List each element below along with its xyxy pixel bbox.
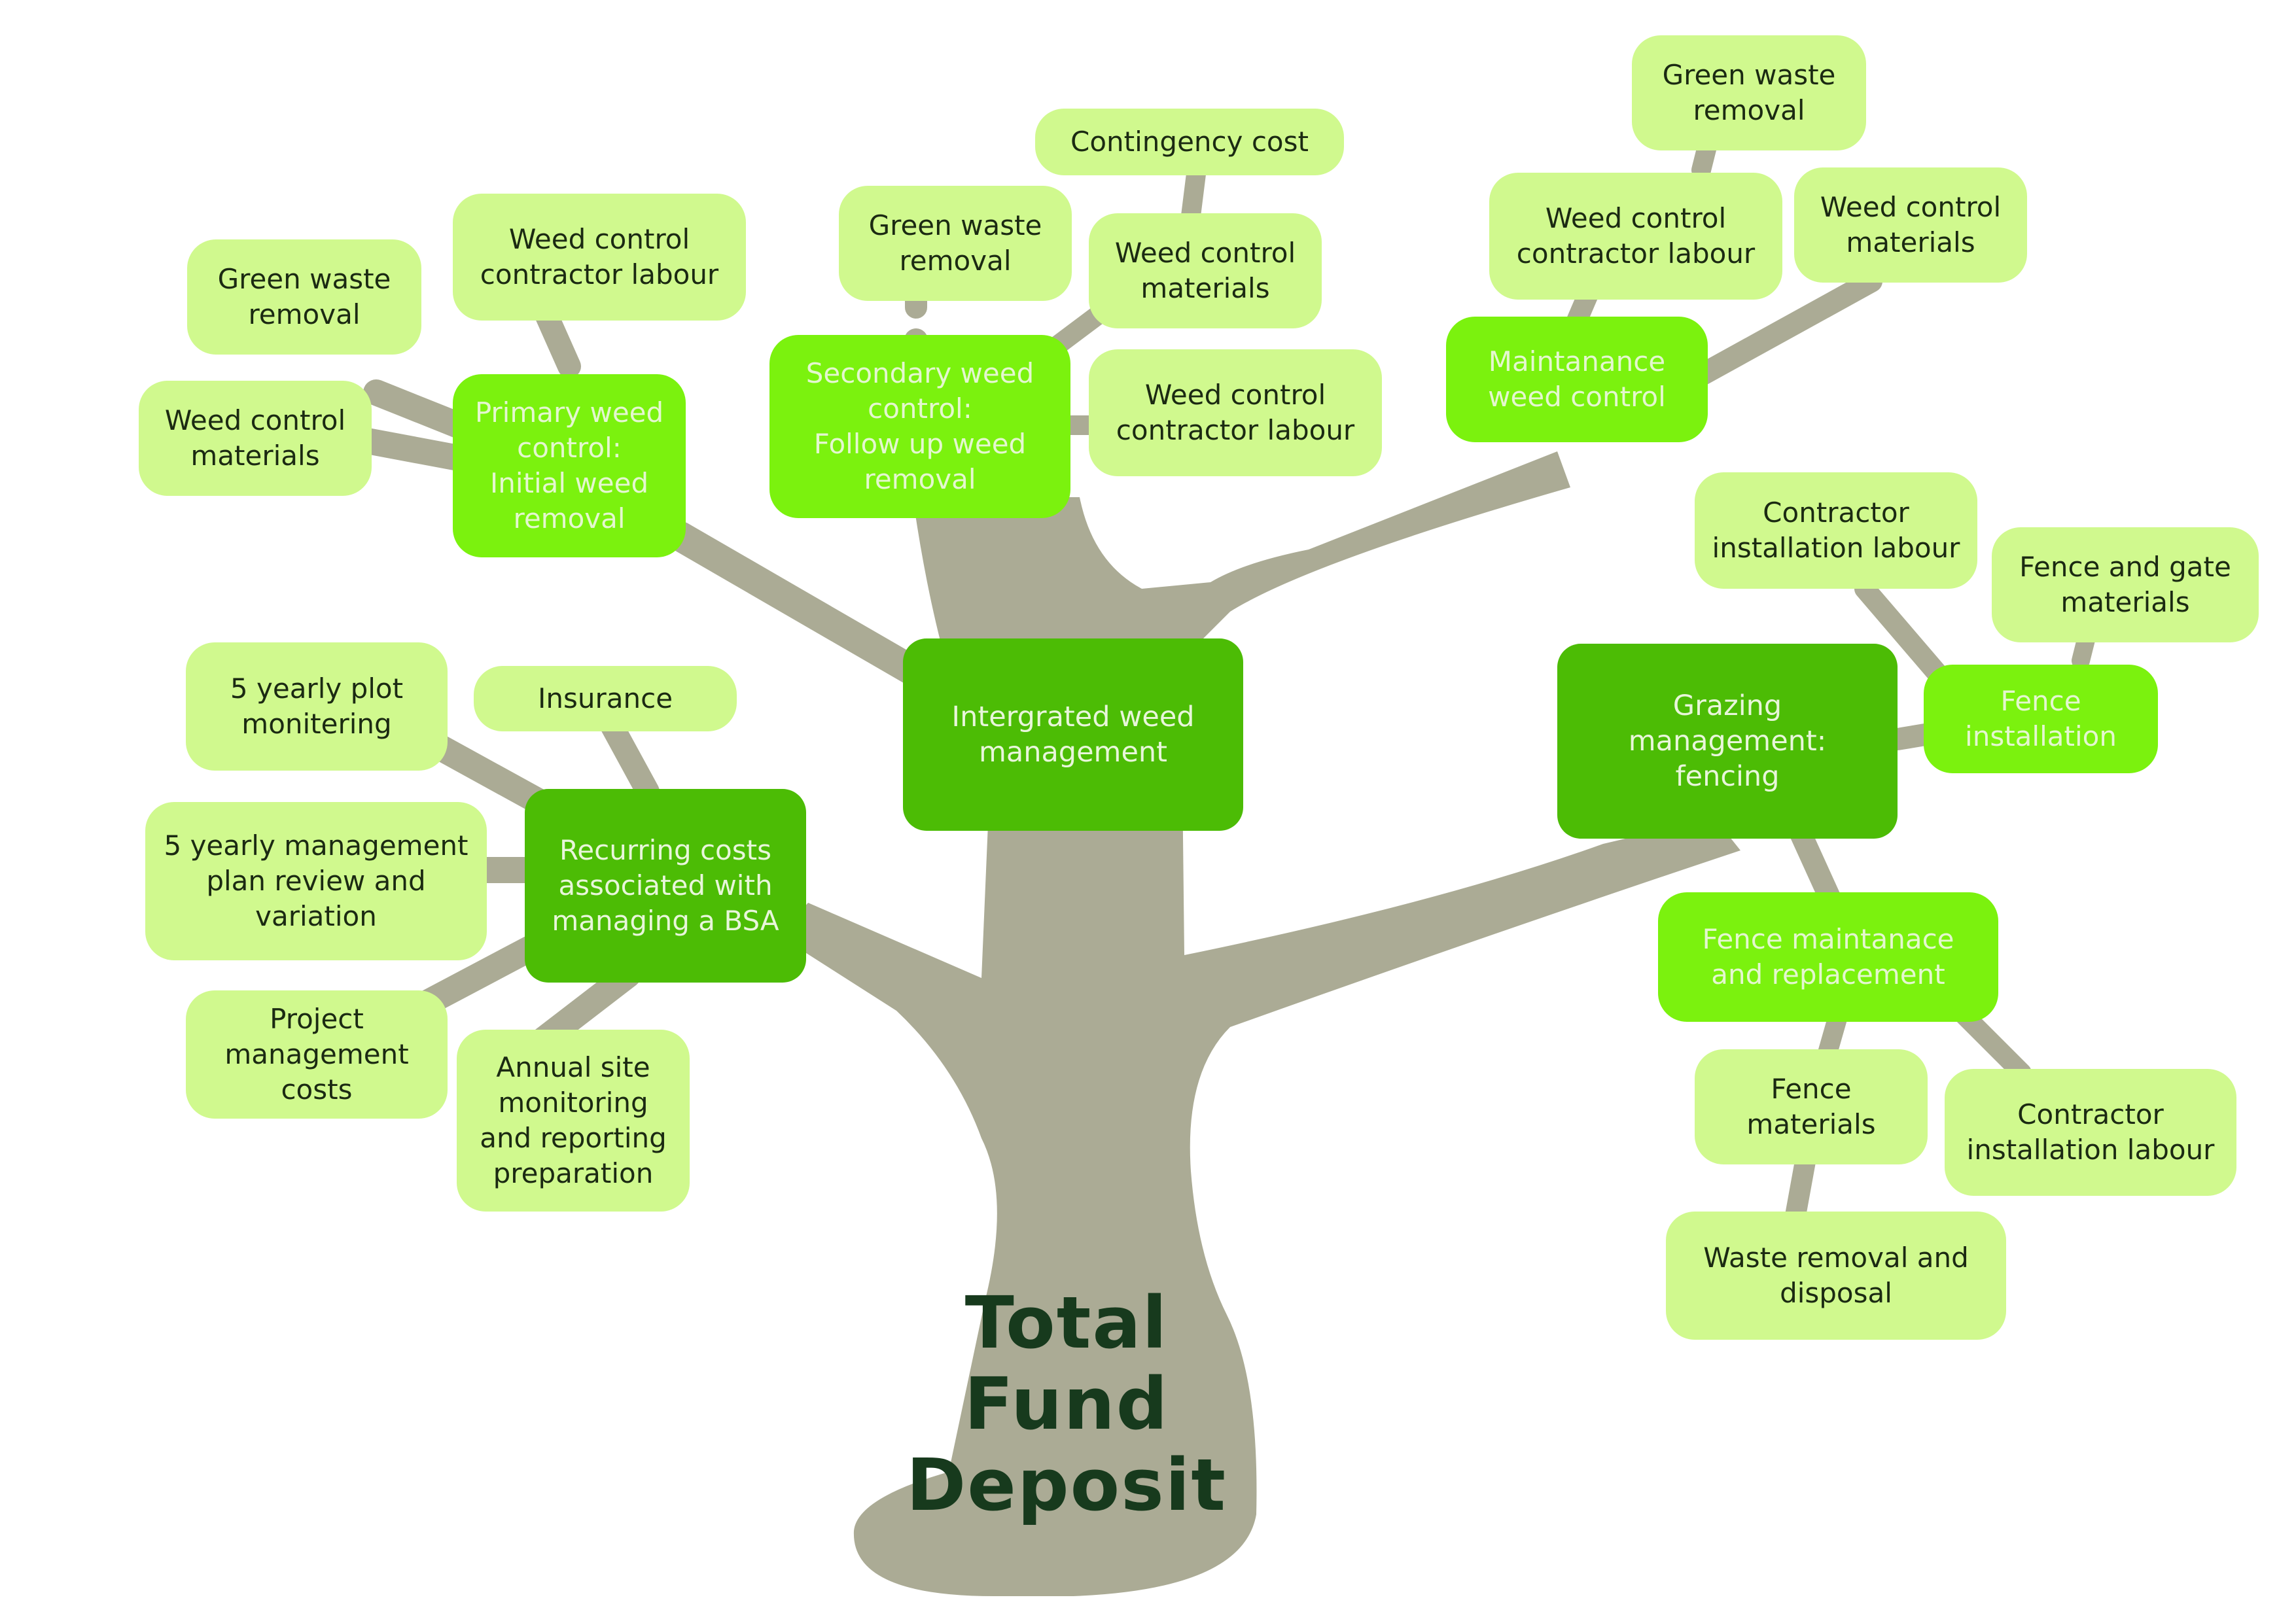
node-grazing-management-fencing: Grazing management: fencing	[1557, 644, 1898, 839]
branch-line	[530, 962, 641, 1053]
node-primary-materials: Weed control materials	[139, 381, 372, 496]
node-maintenance-contractor-labour: Weed control contractor labour	[1489, 173, 1782, 300]
node-primary-weed-control: Primary weed control: Initial weed remov…	[453, 374, 686, 557]
branch-line	[1670, 270, 1882, 397]
node-secondary-green-waste: Green waste removal	[839, 186, 1072, 301]
node-secondary-contractor-labour: Weed control contractor labour	[1089, 349, 1382, 476]
node-recurring-costs: Recurring costs associated with managing…	[525, 789, 806, 983]
node-fence-maintenance-replacement: Fence maintanace and replacement	[1658, 892, 1998, 1022]
node-annual-site-monitoring: Annual site monitoring and reporting pre…	[457, 1030, 690, 1212]
node-waste-removal-disposal: Waste removal and disposal	[1666, 1212, 2006, 1340]
node-fence-installation: Fence installation	[1924, 665, 2158, 773]
node-secondary-weed-control: Secondary weed control: Follow up weed r…	[769, 335, 1070, 518]
branch-line	[665, 521, 944, 695]
branch-line	[1788, 820, 1843, 914]
node-secondary-materials: Weed control materials	[1089, 213, 1322, 328]
node-fence-materials: Fence materials	[1695, 1049, 1928, 1164]
node-maintenance-weed-control: Maintanance weed control	[1446, 317, 1708, 442]
node-secondary-contingency: Contingency cost	[1035, 109, 1344, 175]
node-primary-contractor-labour: Weed control contractor labour	[453, 194, 746, 321]
branch-line	[597, 708, 660, 803]
node-insurance: Insurance	[474, 666, 737, 731]
node-maintenance-green-waste: Green waste removal	[1632, 35, 1866, 150]
node-maintenance-materials: Weed control materials	[1794, 167, 2027, 283]
node-intergrated-weed-management: Intergrated weed management	[903, 638, 1243, 831]
node-plot-monitoring: 5 yearly plot monitering	[186, 642, 448, 771]
node-management-plan-review: 5 yearly management plan review and vari…	[145, 802, 487, 960]
total-fund-deposit-title: Total Fund Deposit	[906, 1281, 1227, 1527]
node-fence-maint-contractor-labour: Contractor installation labour	[1945, 1069, 2236, 1196]
branch-line	[363, 379, 471, 438]
node-fence-install-contractor-labour: Contractor installation labour	[1695, 472, 1977, 589]
node-fence-gate-materials: Fence and gate materials	[1992, 527, 2259, 642]
node-primary-green-waste: Green waste removal	[187, 239, 421, 355]
node-project-management-costs: Project management costs	[186, 990, 448, 1119]
branch-line	[1953, 1004, 2032, 1083]
